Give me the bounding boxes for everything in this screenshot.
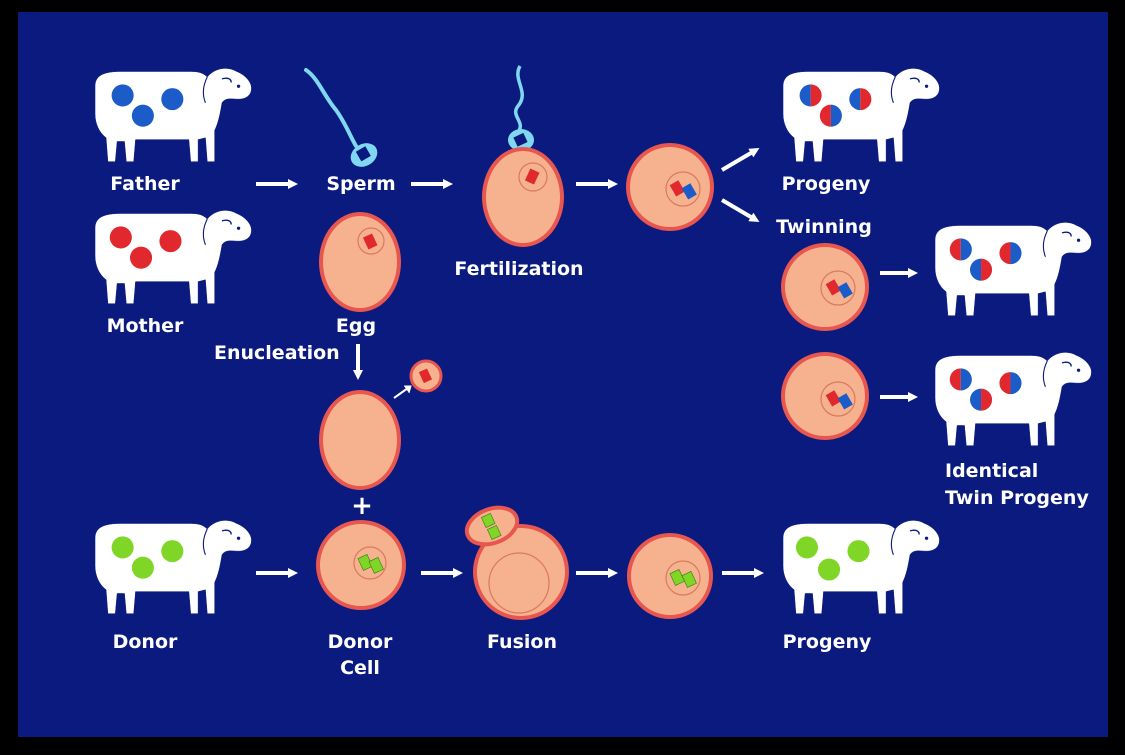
donor-sheep [94,519,253,615]
twin-progeny-sheep-2 [934,351,1093,447]
donor-spot [111,536,134,559]
mother-spot [159,230,182,253]
cloned-embryo-cell [627,533,713,619]
label-donor: Donor [112,631,178,653]
fertilization-cell [482,65,564,247]
progeny-bottom-sheep [782,519,941,615]
progeny-top-sheep [782,67,941,163]
label-mother: Mother [106,315,184,337]
father-spot [131,104,154,127]
label-donor-cell-line1: Donor [327,631,393,653]
enucleated-egg [319,390,401,490]
twin-cell-2 [781,352,869,440]
mother-spot [109,226,132,249]
egg-cell [319,212,401,312]
label-twinning: Twinning [776,216,872,238]
arrow-zygote-twinning [720,198,760,223]
mother-sheep [94,209,253,305]
removed-nucleus [409,359,443,393]
label-sperm: Sperm [326,173,396,195]
label-plus: + [351,491,373,521]
twin-cell-1 [781,243,869,331]
father-spot [161,88,184,111]
arrow-nucleus-removal [393,385,412,399]
label-egg: Egg [335,315,377,337]
label-donor-cell-line2: Cell [340,657,380,679]
father-spot [111,84,134,107]
donor-spot [161,540,184,563]
arrows [256,147,918,578]
label-progeny-bottom: Progeny [782,631,872,653]
father-sheep [94,67,253,163]
label-enucleation: Enucleation [214,342,340,364]
zygote-cell [626,143,714,231]
twin-progeny-sheep-1 [934,221,1093,317]
label-identical-line2: Twin Progeny [945,487,1089,509]
mother-spot [130,246,153,269]
label-fusion: Fusion [487,631,557,653]
donor-cell [316,520,406,610]
label-progeny-top: Progeny [781,173,871,195]
label-identical-line1: Identical [945,460,1039,482]
arrow-zygote-progeny [720,147,760,172]
sperm-icon [304,68,378,167]
label-fertilization: Fertilization [454,258,584,280]
fusion-cells [464,505,569,620]
donor-spot [131,556,154,579]
label-father: Father [110,173,180,195]
